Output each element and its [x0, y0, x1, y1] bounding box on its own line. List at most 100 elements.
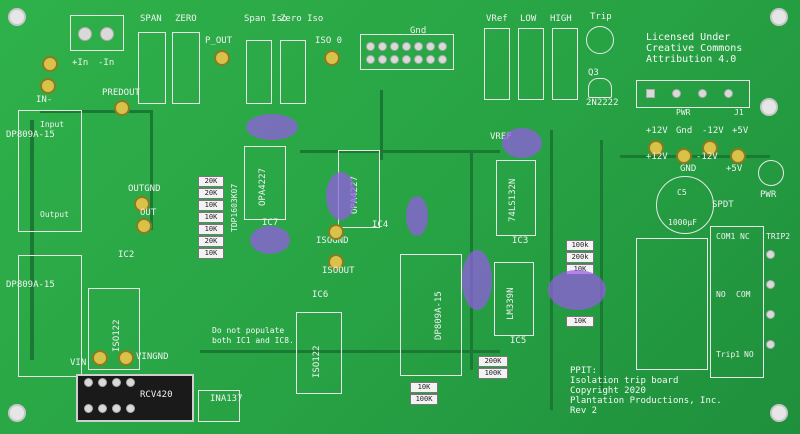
header-pin	[426, 42, 435, 51]
label-ic7: IC7	[262, 218, 279, 228]
label-iso122-b: ISO122	[312, 345, 322, 378]
trace	[550, 130, 553, 410]
ic-iso122-a	[88, 288, 140, 370]
trace	[30, 120, 34, 360]
label-ina137: INA137	[210, 394, 243, 404]
label-iso-0: ISO 0	[315, 36, 343, 46]
trimmer-zero	[172, 32, 200, 104]
socket-pin	[98, 378, 107, 387]
highlight-marker	[548, 270, 606, 310]
mounting-hole-tr	[770, 8, 788, 26]
testpoint-outgnd	[134, 196, 150, 212]
ic-iso122-b	[296, 312, 342, 394]
label-zero: ZERO	[175, 14, 197, 24]
label-low: LOW	[520, 14, 537, 24]
note-do-not-populate: Do not populate both IC1 and IC8.	[212, 326, 294, 345]
label-c5: C5	[677, 188, 687, 197]
trace	[380, 90, 383, 160]
label-spdt: SPDT	[712, 200, 734, 210]
socket-pin	[84, 404, 93, 413]
label-c5-value: 1000µF	[668, 218, 697, 227]
trimmer-span-iso	[246, 40, 272, 104]
testpoint-predout	[114, 100, 130, 116]
relay-pin	[766, 250, 775, 259]
trimmer-span	[138, 32, 166, 104]
regulator-left-top	[18, 110, 82, 232]
pwr-led	[758, 160, 784, 186]
capacitor-c5	[656, 176, 714, 234]
ic-74ls132	[496, 160, 536, 236]
board-title-block: PPIT: Isolation trip board Copyright 202…	[570, 366, 722, 416]
testpoint-in-neg	[40, 78, 56, 94]
header-pin	[366, 55, 375, 64]
label-gnd-power: Gnd	[676, 126, 693, 136]
label-no: NO	[716, 290, 726, 299]
socket-pin	[84, 378, 93, 387]
header-pin	[414, 42, 423, 51]
license-line-1: Licensed Under	[646, 32, 731, 43]
relay-block	[636, 238, 708, 370]
testpoint-isoout	[328, 254, 344, 270]
testpoint-minus12	[702, 140, 718, 156]
label-vin: VIN	[70, 358, 87, 368]
label-input: Input	[40, 120, 65, 129]
terminal-pad	[100, 27, 114, 41]
label-high: HIGH	[550, 14, 572, 24]
label-minus12v: -12V	[702, 126, 724, 136]
testpoint-vin	[92, 350, 108, 366]
label-vref-tp: VREF	[490, 132, 512, 142]
label-rcv420: RCV420	[140, 390, 173, 400]
resistor: 100k	[566, 240, 594, 251]
label-out: OUT	[140, 208, 157, 218]
power-pin	[698, 89, 707, 98]
regulator-mid	[400, 254, 462, 376]
power-pin	[724, 89, 733, 98]
highlight-marker	[462, 250, 492, 310]
label-isognd: ISOGND	[316, 236, 349, 246]
resistor: 100K	[410, 394, 438, 405]
label-ic2: IC2	[118, 250, 135, 260]
highlight-marker	[406, 196, 428, 236]
label-plus12v: +12V	[646, 126, 668, 136]
trace	[40, 110, 150, 113]
header-pin	[378, 55, 387, 64]
resistor: 20K	[198, 188, 224, 199]
testpoint-plus5	[730, 148, 746, 164]
resistor: 10K	[410, 382, 438, 393]
label-minus12v-b: -12V	[696, 152, 718, 162]
power-pin	[646, 89, 655, 98]
trace	[620, 155, 770, 158]
label-no2: NO	[744, 350, 754, 359]
label-dp809a-mid: DP809A-15	[434, 291, 444, 340]
resistor: 20K	[198, 236, 224, 247]
header-pin	[426, 55, 435, 64]
testpoint-in-plus	[42, 56, 58, 72]
mounting-hole-br	[770, 404, 788, 422]
testpoint-out	[136, 218, 152, 234]
label-nc: NC	[740, 232, 750, 241]
trace	[200, 350, 500, 353]
label-in-minus: -In	[98, 58, 115, 68]
relay-pin	[766, 340, 775, 349]
ic-lm339n	[494, 262, 534, 336]
testpoint-iso-0	[324, 50, 340, 66]
testpoint-vingnd	[118, 350, 134, 366]
socket-pin	[112, 378, 121, 387]
header-pin	[438, 42, 447, 51]
label-gnd-b: GND	[680, 164, 697, 174]
header-pin	[402, 55, 411, 64]
trace	[300, 150, 500, 153]
label-q3: Q3	[588, 68, 599, 78]
label-vingnd: VINGND	[136, 352, 169, 362]
label-ic6: IC6	[312, 290, 329, 300]
label-dp809a-left: DP809A-15	[6, 130, 55, 140]
label-span-iso: Span Iso	[244, 14, 288, 24]
led-trip	[586, 26, 614, 54]
testpoint-p-out	[214, 50, 230, 66]
label-vref: VRef	[486, 14, 508, 24]
resistor: 200K	[478, 356, 508, 367]
resistor: 100K	[478, 368, 508, 379]
resistor: 200k	[566, 252, 594, 263]
label-com1: COM1	[716, 232, 736, 241]
header-pin	[414, 55, 423, 64]
